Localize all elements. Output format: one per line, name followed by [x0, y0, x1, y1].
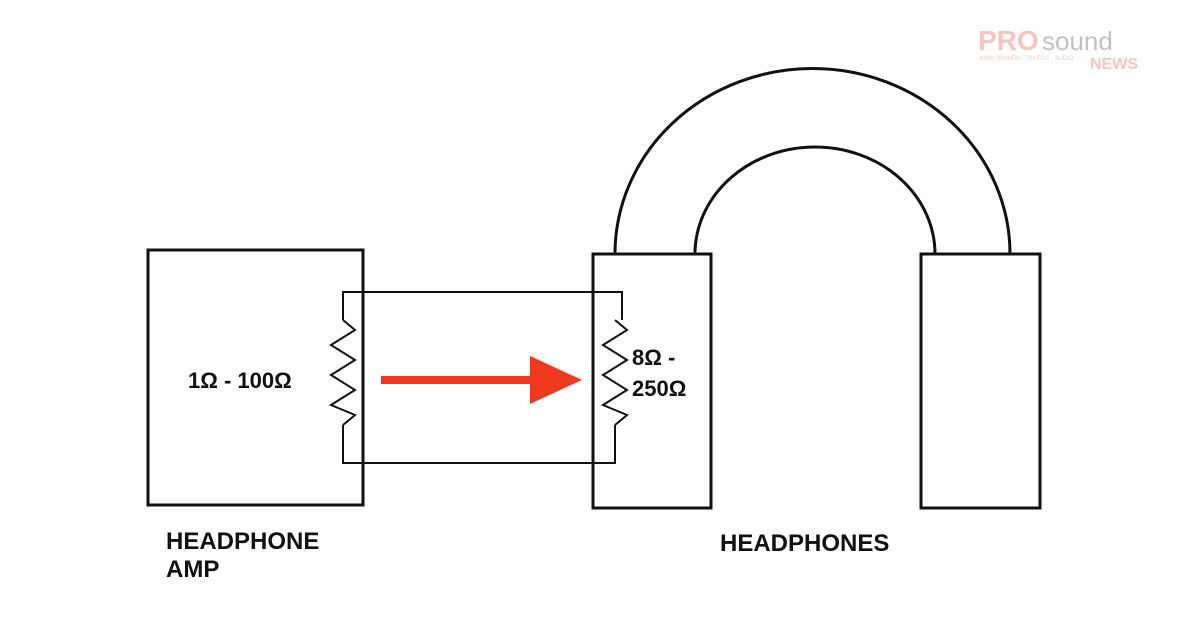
headphone-impedance-line1: 8Ω -: [632, 345, 675, 370]
left-earcup: [591, 252, 713, 510]
svg-text:NEWS: NEWS: [1090, 56, 1138, 73]
svg-text:KINH NGHIỆM - TIN TỨC - AUDIO: KINH NGHIỆM - TIN TỨC - AUDIO: [980, 54, 1074, 62]
headphone-impedance-line2: 250Ω: [632, 376, 686, 401]
headband-outer: [613, 67, 1012, 255]
svg-text:PRO: PRO: [978, 25, 1039, 56]
amp-box: [146, 248, 365, 507]
svg-text:sound: sound: [1042, 26, 1113, 56]
amp-resistor: [328, 319, 357, 426]
headband-inner: [693, 145, 937, 255]
amp-label-line1: HEADPHONE: [166, 528, 319, 555]
right-earcup: [919, 252, 1042, 510]
headphone-resistor: [600, 319, 629, 426]
amp-label-line2: AMP: [166, 556, 219, 583]
signal-arrow: [381, 356, 582, 404]
amp-impedance-label: 1Ω - 100Ω: [188, 368, 292, 393]
headphones-label: HEADPHONES: [720, 530, 889, 557]
wire-loop: [342, 291, 623, 464]
logo-watermark: PRO sound KINH NGHIỆM - TIN TỨC - AUDIO …: [978, 25, 1138, 73]
